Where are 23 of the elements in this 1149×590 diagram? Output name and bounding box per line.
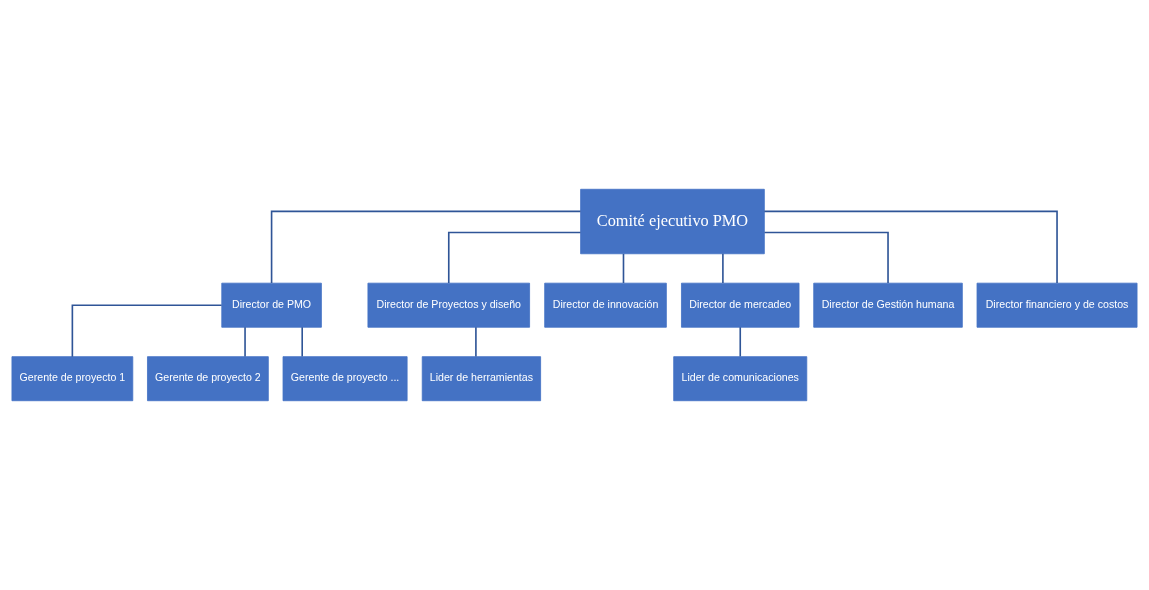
node-box: Director de Proyectos y diseño	[367, 282, 530, 328]
node-box: Gerente de proyecto 2	[147, 356, 269, 402]
connector	[622, 253, 625, 284]
node-box: Comité ejecutivo PMO	[580, 188, 765, 255]
node-box: Lider de comunicaciones	[673, 356, 808, 402]
node-box: Director financiero y de costos	[976, 282, 1138, 328]
connector	[722, 253, 724, 284]
connector	[270, 210, 582, 284]
connector	[763, 210, 1058, 284]
node-box: Director de PMO	[221, 282, 322, 328]
node-box: Director de innovación	[544, 282, 667, 328]
node-box: Gerente de proyecto 1	[11, 356, 134, 402]
connector	[71, 304, 223, 358]
node-box: Director de mercadeo	[681, 282, 800, 328]
connector	[447, 231, 582, 284]
connector	[301, 326, 303, 358]
connector	[763, 231, 889, 284]
connector	[475, 326, 477, 358]
node-box: Gerente de proyecto ...	[282, 356, 408, 402]
node-box: Lider de herramientas	[421, 356, 542, 402]
connector	[244, 326, 246, 358]
node-box: Director de Gestión humana	[813, 282, 963, 328]
connector	[739, 326, 742, 358]
